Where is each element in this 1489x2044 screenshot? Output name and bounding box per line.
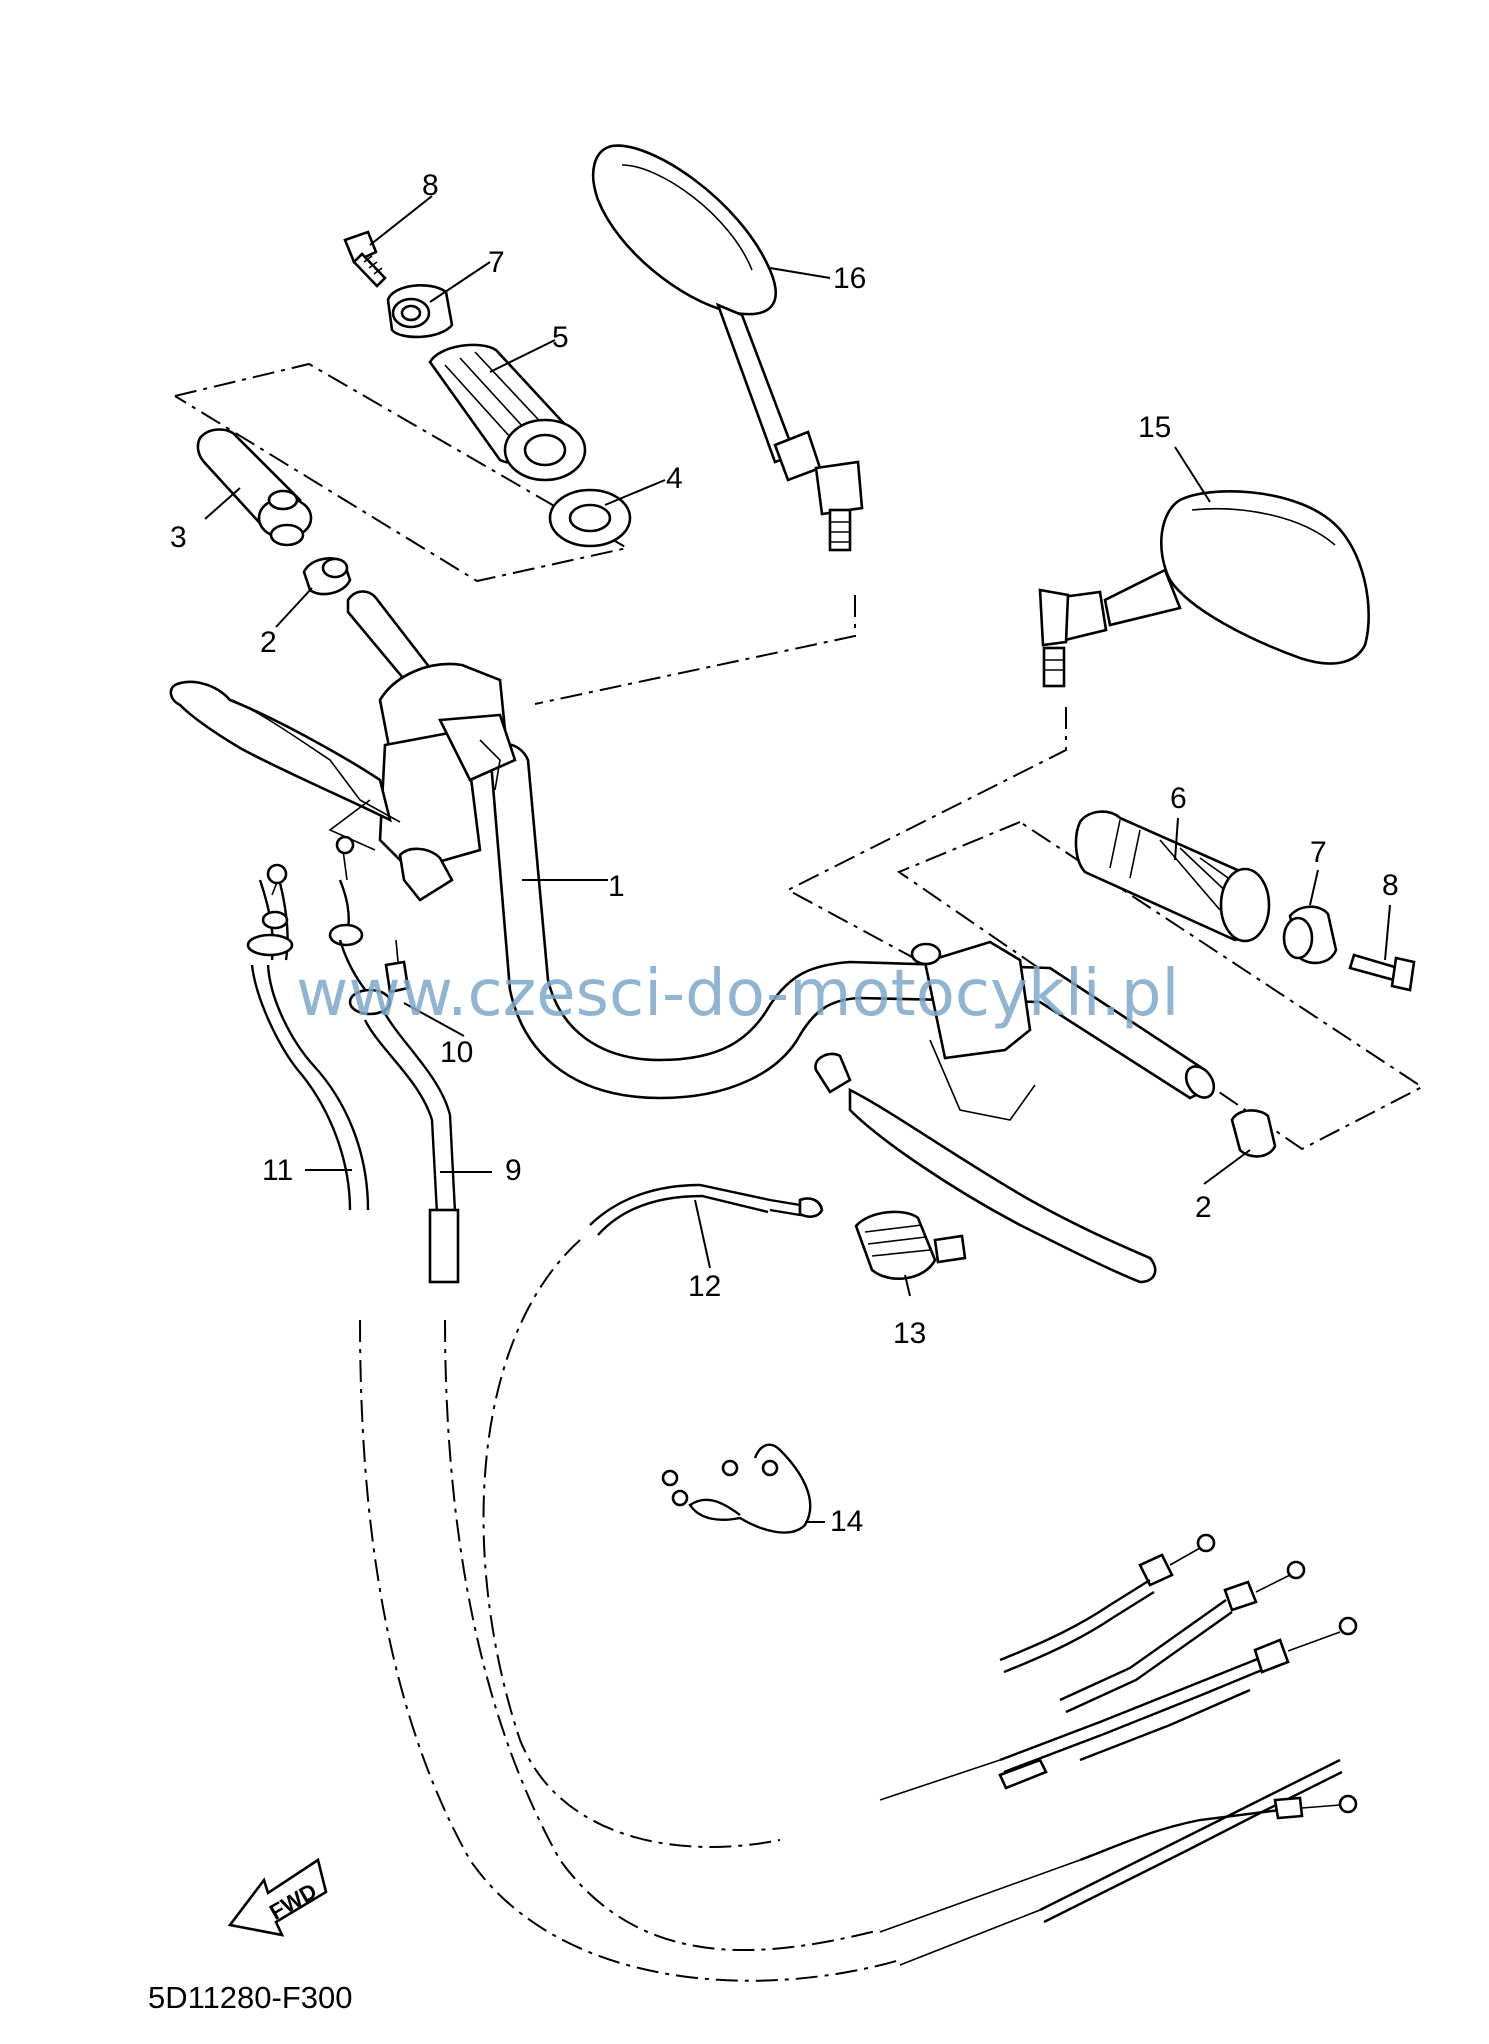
bolt-left-part-8	[343, 230, 387, 288]
callout-6: 6	[1170, 782, 1187, 815]
bar-end-weight-right-part-2	[1230, 1109, 1277, 1158]
throttle-tube-part-3	[196, 428, 313, 547]
watermark-text: www.czesci-do-motocykli.pl	[296, 957, 1179, 1031]
callout-14: 14	[830, 1505, 863, 1538]
callout-7-right: 7	[1310, 836, 1327, 869]
bar-end-weight-left-part-2	[302, 557, 352, 596]
cable-clamp-part-14	[661, 1443, 812, 1534]
callout-8-right: 8	[1382, 869, 1399, 902]
leader-lines	[204, 195, 1391, 1523]
callout-16: 16	[833, 262, 866, 295]
callout-7-left: 7	[488, 246, 505, 279]
washer-part-4	[548, 488, 632, 548]
right-switch-lever-assembly	[814, 940, 1157, 1284]
callout-3: 3	[170, 521, 187, 554]
callout-8-left: 8	[422, 169, 439, 202]
grip-end-right-part-7	[1282, 905, 1338, 965]
callout-15: 15	[1138, 411, 1171, 444]
callout-2-left: 2	[260, 626, 277, 659]
left-switch-clutch-assembly	[169, 662, 517, 902]
handlebar-part-1	[346, 590, 1216, 1100]
diagram-code: 5D11280-F300	[148, 1980, 353, 2015]
callout-2-right: 2	[1195, 1191, 1212, 1224]
grip-left-part-5	[428, 343, 587, 482]
mirror-left-part-16	[591, 144, 864, 552]
callout-13: 13	[893, 1317, 926, 1350]
grip-right-part-6	[1074, 810, 1271, 943]
connector-part-13	[854, 1210, 967, 1281]
callout-labels: 8 7 16 5 15 3 4 2 1 6 7 8 10 11 9 2 12 1…	[170, 169, 1399, 1538]
mirror-right-part-15	[1038, 490, 1370, 688]
cables	[246, 835, 1358, 1982]
callout-9: 9	[505, 1154, 522, 1187]
assembly-boundaries	[174, 362, 1424, 1151]
callout-4: 4	[666, 462, 683, 495]
bolt-right-part-8	[1348, 953, 1416, 992]
callout-11: 11	[262, 1154, 293, 1187]
callout-12: 12	[688, 1270, 721, 1303]
forward-arrow-icon: FWD	[227, 1857, 328, 1937]
callout-5: 5	[552, 321, 569, 354]
callout-10: 10	[440, 1036, 473, 1069]
callout-1: 1	[608, 870, 625, 903]
